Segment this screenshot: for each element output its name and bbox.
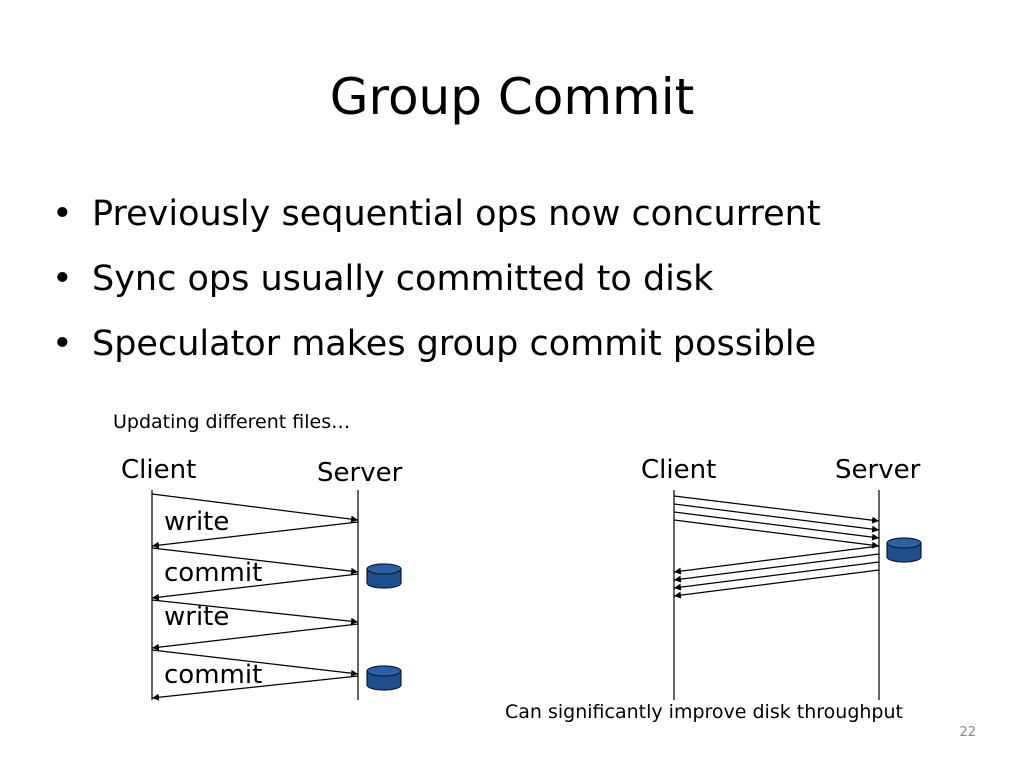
right-diagram-caption: Can significantly improve disk throughpu… bbox=[505, 701, 903, 723]
disk-cylinder-icon bbox=[366, 665, 402, 691]
right-client-label: Client bbox=[641, 455, 717, 485]
disk-cylinder-icon bbox=[366, 563, 402, 589]
left-client-label: Client bbox=[121, 455, 197, 485]
message-label-write: write bbox=[164, 507, 230, 537]
message-label-write: write bbox=[164, 602, 230, 632]
slide-title: Group Commit bbox=[329, 68, 695, 126]
right-reply-arrow bbox=[673, 553, 880, 583]
right-request-arrow bbox=[673, 503, 880, 533]
bullet-text: Sync ops usually committed to disk bbox=[92, 259, 714, 299]
bullet-item: • Previously sequential ops now concurre… bbox=[52, 190, 821, 238]
right-reply-arrow bbox=[673, 569, 880, 599]
bullet-marker: • bbox=[52, 324, 73, 364]
right-reply-arrow bbox=[673, 545, 880, 575]
right-server-label: Server bbox=[835, 455, 921, 485]
bullet-text: Previously sequential ops now concurrent bbox=[92, 194, 821, 234]
bullet-item: • Speculator makes group commit possible bbox=[52, 320, 821, 368]
message-label-commit: commit bbox=[164, 558, 263, 588]
disk-cylinder-icon bbox=[886, 537, 922, 563]
left-server-label: Server bbox=[317, 458, 403, 488]
left-diagram-caption: Updating different files… bbox=[113, 411, 351, 433]
bullet-text: Speculator makes group commit possible bbox=[92, 324, 817, 364]
bullet-item: • Sync ops usually committed to disk bbox=[52, 255, 821, 303]
right-request-arrow bbox=[673, 519, 880, 549]
right-sequence-diagram bbox=[673, 490, 922, 700]
right-request-arrow bbox=[673, 511, 880, 541]
page-number: 22 bbox=[959, 725, 976, 740]
bullet-marker: • bbox=[52, 259, 73, 299]
message-label-commit: commit bbox=[164, 660, 263, 690]
bullet-list: • Previously sequential ops now concurre… bbox=[52, 190, 821, 385]
bullet-marker: • bbox=[52, 194, 73, 234]
right-request-arrow bbox=[673, 495, 880, 524]
right-reply-arrow bbox=[673, 561, 880, 591]
